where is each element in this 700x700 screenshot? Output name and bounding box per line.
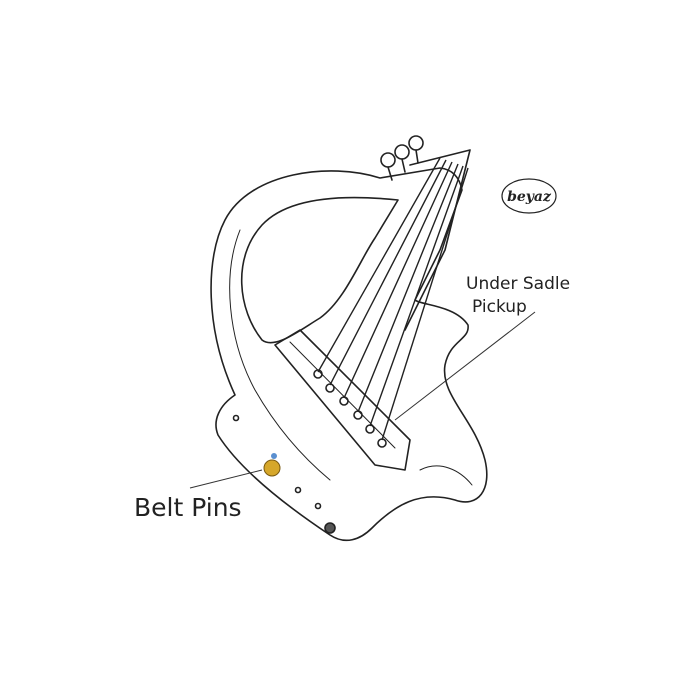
string-ends bbox=[313, 369, 387, 448]
leader-lines bbox=[189, 311, 536, 489]
logo-oval bbox=[501, 178, 557, 214]
string bbox=[317, 157, 441, 373]
leader-line-belt bbox=[189, 469, 263, 489]
body-inner-contour bbox=[229, 229, 331, 481]
under-sadle-label-line2: Pickup bbox=[472, 297, 527, 317]
tuning-peg bbox=[380, 152, 396, 168]
leader-line-pickup bbox=[394, 311, 536, 421]
string bbox=[329, 159, 447, 386]
tuning-peg bbox=[394, 144, 410, 160]
string bbox=[343, 161, 453, 399]
under-sadle-label-line1: Under Sadle bbox=[466, 274, 571, 294]
lower-bout-contour bbox=[419, 465, 473, 486]
string-ball-end bbox=[377, 438, 387, 448]
belt-pin-base bbox=[263, 459, 281, 477]
screw bbox=[314, 502, 322, 510]
output-jack bbox=[324, 522, 336, 534]
string-ball-end bbox=[325, 383, 335, 393]
screw bbox=[232, 414, 240, 422]
string bbox=[357, 163, 459, 413]
screw bbox=[294, 486, 302, 494]
arch-opening bbox=[240, 196, 399, 344]
beyaz-logo: beyaz bbox=[501, 178, 557, 214]
string bbox=[381, 167, 469, 441]
string-ball-end bbox=[313, 369, 323, 379]
string bbox=[369, 165, 464, 427]
peg-shaft bbox=[387, 149, 419, 181]
string-ball-end bbox=[353, 410, 363, 420]
saddle-plate bbox=[274, 329, 411, 471]
string-ball-end bbox=[339, 396, 349, 406]
body-outline bbox=[210, 167, 488, 542]
saddle-slot bbox=[289, 341, 396, 449]
string-ball-end bbox=[365, 424, 375, 434]
belt-pin bbox=[263, 453, 281, 477]
logo-text: beyaz bbox=[507, 189, 552, 205]
strings bbox=[317, 157, 469, 441]
tuning-peg bbox=[408, 135, 424, 151]
belt-pin-cap bbox=[271, 453, 277, 459]
belt-pins-label: Belt Pins bbox=[134, 493, 242, 522]
